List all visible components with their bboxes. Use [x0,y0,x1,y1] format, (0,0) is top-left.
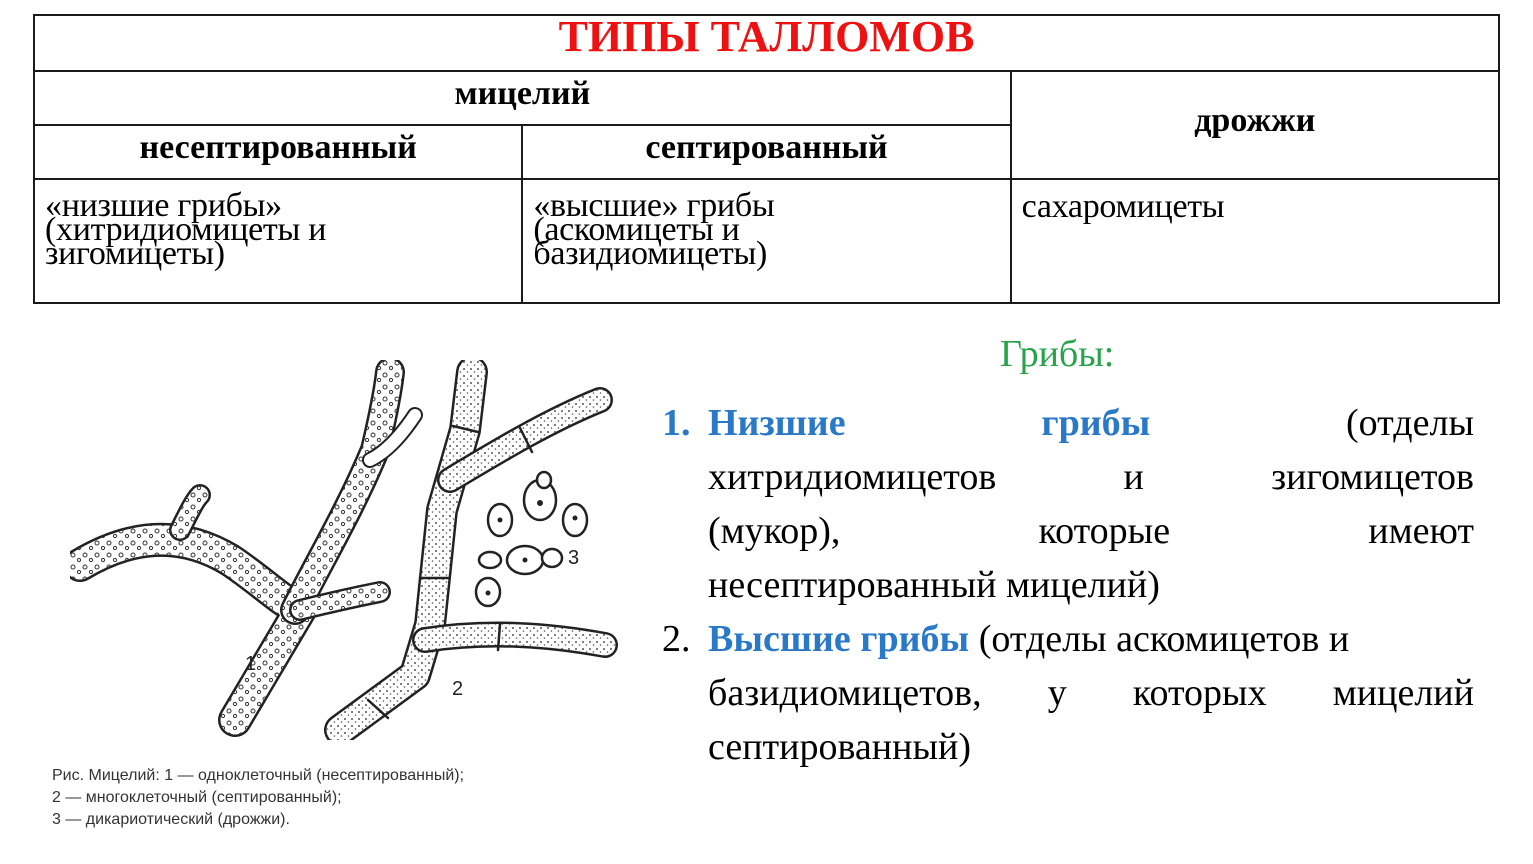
lower-fungi-term: Низшие [708,402,846,444]
mycelium-illustration: 1 2 3 [70,360,618,740]
caption-line: 3 — дикариотический (дрожжи). [52,811,290,828]
figure-label-3: 3 [568,547,579,569]
list-number: 2. [662,618,691,660]
word: (отделы [1346,402,1474,444]
yeast-cells [474,470,589,608]
word: (мукор), [708,510,841,552]
cell-line: (хитридиомицеты и [45,211,327,248]
yeast-header: дрожжи [1009,70,1501,180]
higher-fungi-term: Высшие грибы [708,618,970,660]
figure-label-1: 1 [245,653,256,675]
list-item-higher-fungi: 2. Высшие грибы (отделы аскомицетов и ба… [662,612,1474,774]
nonseptate-hypha [70,360,423,737]
mycelium-header: мицелий [33,70,1012,126]
caption-line: 2 — многоклеточный (септированный); [52,789,342,806]
list-item-lower-fungi: 1. Низшие грибы (отделы хитридиомицетов … [662,396,1474,612]
lower-fungi-term: грибы [1041,402,1151,444]
word: имеют [1368,510,1474,552]
cell-line: (аскомицеты и [533,211,740,248]
word: мицелий [1332,672,1474,714]
septate-cell: «высшие» грибы (аскомицеты и базидиомице… [521,178,1012,304]
text-line: несептированный мицелий) [708,564,1160,606]
septate-hypha [324,360,618,740]
word: которых [1132,672,1267,714]
cell-line: зигомицеты) [45,235,225,272]
text-line: (мукор), которые имеют [708,504,1474,558]
septate-header: септированный [521,124,1012,180]
text-line: Низшие грибы (отделы [708,396,1474,450]
caption-line: Рис. Мицелий: 1 — одноклеточный (несепти… [52,767,465,784]
table-title: ТИПЫ ТАЛЛОМОВ [33,14,1500,72]
word: хитридиомицетов [708,456,997,498]
text-line: базидиомицетов, у которых мицелий [708,666,1474,720]
yeast-cell: сахаромицеты [1009,178,1501,304]
thallus-types-table: ТИПЫ ТАЛЛОМОВ мицелий дрожжи несептирова… [32,14,1501,304]
figure-caption: Рис. Мицелий: 1 — одноклеточный (несепти… [52,765,612,831]
nonseptate-cell: «низшие грибы» (хитридиомицеты и зигомиц… [32,178,524,304]
word: (отделы аскомицетов и [969,618,1350,660]
word: и [1123,456,1144,498]
word: которые [1038,510,1171,552]
word: у [1047,672,1067,714]
fungi-list: 1. Низшие грибы (отделы хитридиомицетов … [662,396,1474,774]
text-line: Высшие грибы (отделы аскомицетов и [708,612,1474,666]
nonseptate-header: несептированный [32,124,524,180]
cell-line: сахаромицеты [1021,188,1225,225]
word: зигомицетов [1271,456,1474,498]
list-number: 1. [662,402,691,444]
fungi-heading: Грибы: [1000,333,1115,375]
cell-line: «высшие» грибы [533,187,775,224]
cell-line: базидиомицеты) [533,235,768,272]
text-line: септированный) [708,726,971,768]
figure-label-2: 2 [452,678,463,700]
cell-line: «низшие грибы» [45,187,282,224]
word: базидиомицетов, [708,672,982,714]
text-line: хитридиомицетов и зигомицетов [708,450,1474,504]
